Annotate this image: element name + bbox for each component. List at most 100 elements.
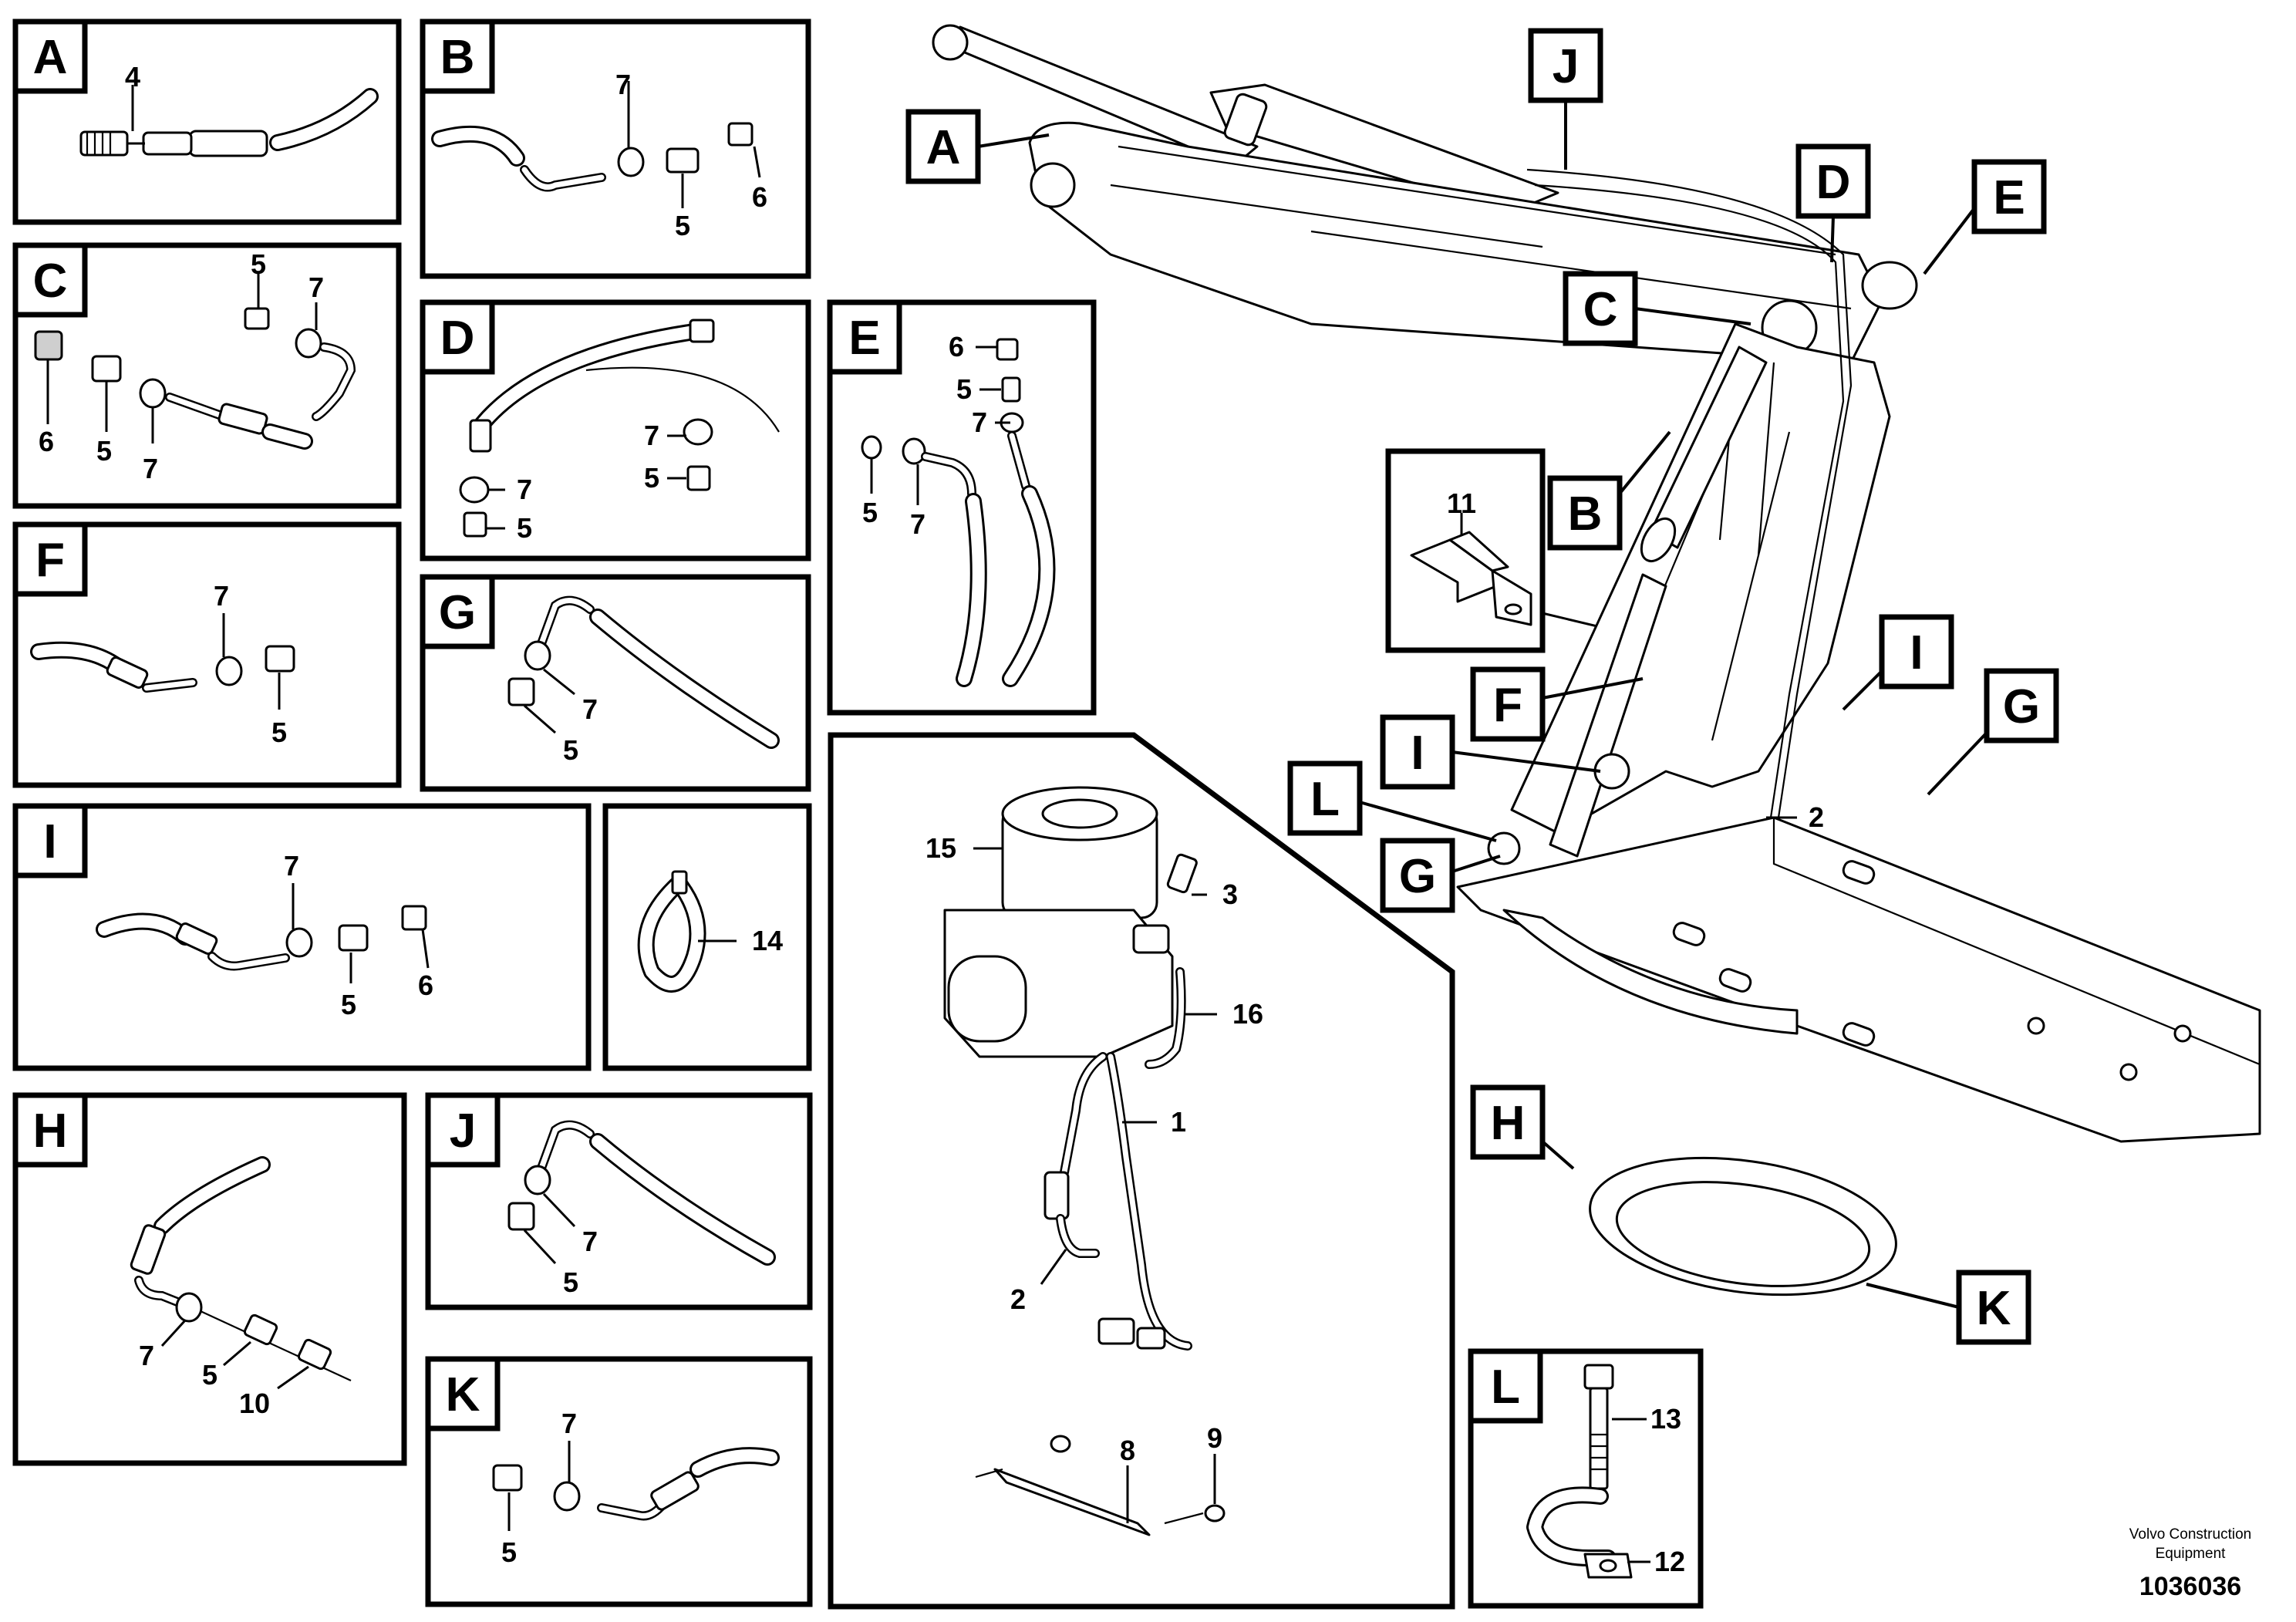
part-label: 7 bbox=[214, 580, 229, 612]
machine-tag-f bbox=[1470, 666, 1546, 742]
panel-tag-i bbox=[12, 803, 88, 878]
panel-letter-b: B bbox=[440, 31, 475, 84]
part-label: 5 bbox=[501, 1536, 517, 1568]
part-label: 5 bbox=[563, 734, 578, 766]
part-label: 5 bbox=[563, 1266, 578, 1298]
detail-panel-k: K 7 5 bbox=[425, 1356, 813, 1607]
part-label: 7 bbox=[910, 508, 925, 540]
panel-letter-j: J bbox=[450, 1104, 476, 1158]
panel-letter-h: H bbox=[33, 1104, 68, 1158]
part-label: 7 bbox=[284, 850, 299, 882]
detail-panel-l: L 13 12 bbox=[1468, 1348, 1704, 1609]
part-label: 7 bbox=[582, 693, 598, 725]
svg-text:H: H bbox=[1491, 1097, 1526, 1150]
svg-text:F: F bbox=[1493, 679, 1522, 732]
part-label: 5 bbox=[862, 497, 878, 528]
part-label: 5 bbox=[251, 248, 266, 280]
part-label: 4 bbox=[125, 61, 140, 93]
panel-tag-a bbox=[12, 19, 88, 94]
part-label: 5 bbox=[675, 210, 690, 241]
machine-tag-e bbox=[1971, 159, 2047, 234]
part-label: 7 bbox=[308, 271, 324, 303]
svg-text:E: E bbox=[1993, 171, 2025, 224]
panel-letter-e: E bbox=[848, 312, 880, 365]
part-label: 7 bbox=[615, 69, 631, 100]
svg-text:G: G bbox=[1399, 850, 1436, 903]
part-label: 9 bbox=[1207, 1422, 1222, 1454]
part-label: 6 bbox=[752, 181, 767, 213]
part-label: 2 bbox=[1010, 1283, 1026, 1315]
detail-panel-h: H 7 5 10 bbox=[12, 1092, 407, 1466]
panel-letter-g: G bbox=[439, 586, 476, 639]
svg-text:A: A bbox=[926, 121, 961, 174]
panel-letter-a: A bbox=[33, 31, 68, 84]
part-label: 5 bbox=[96, 435, 112, 467]
detail-panel-f: F 7 5 bbox=[12, 521, 402, 788]
part-label: 5 bbox=[644, 462, 659, 494]
part-label: 8 bbox=[1120, 1435, 1135, 1466]
machine-tag-l bbox=[1287, 760, 1363, 836]
panel-letter-l: L bbox=[1491, 1361, 1520, 1414]
detail-panel-e: E 6 5 7 5 7 bbox=[827, 299, 1097, 716]
machine-tag-i-upper bbox=[1879, 614, 1954, 690]
svg-text:I: I bbox=[1910, 626, 1923, 679]
excavator-illustration: 2 bbox=[932, 24, 2261, 1297]
panel-letter-k: K bbox=[446, 1368, 480, 1421]
company-name-line1: Volvo Construction bbox=[2129, 1526, 2251, 1543]
detail-panel-a: A 4 bbox=[12, 19, 402, 225]
part-label: 14 bbox=[752, 925, 783, 956]
machine-tags: A J D E C B F I L G bbox=[905, 28, 2059, 1345]
part-label: 13 bbox=[1650, 1403, 1681, 1435]
detail-panel-c: C 5 7 6 5 7 bbox=[12, 242, 402, 509]
part-label: 7 bbox=[644, 420, 659, 451]
panel-tag-g bbox=[420, 574, 495, 649]
part-label: 7 bbox=[972, 406, 987, 438]
panel-tag-d bbox=[420, 299, 495, 375]
svg-text:G: G bbox=[2003, 680, 2040, 733]
bracket-callout: 11 bbox=[1385, 448, 1721, 657]
detail-panel-g: G 7 5 bbox=[420, 574, 811, 792]
footer: Volvo Construction Equipment 1036036 bbox=[2129, 1526, 2251, 1601]
svg-text:C: C bbox=[1583, 283, 1618, 336]
part-label: 15 bbox=[925, 832, 956, 864]
panel-letter-d: D bbox=[440, 312, 475, 365]
part-label: 7 bbox=[139, 1340, 154, 1371]
detail-panel-d: D 7 5 7 5 bbox=[420, 299, 811, 561]
panel-tag-e bbox=[827, 299, 902, 375]
part-label: 5 bbox=[517, 512, 532, 544]
part-label: 5 bbox=[956, 373, 972, 405]
panel-letter-f: F bbox=[35, 534, 65, 587]
part-label: 12 bbox=[1654, 1546, 1685, 1577]
panel-letter-c: C bbox=[33, 255, 68, 308]
part-label: 7 bbox=[561, 1408, 577, 1439]
part-label: 7 bbox=[143, 453, 158, 484]
detail-panel-i: I 7 5 6 bbox=[12, 803, 592, 1071]
company-name-line2: Equipment bbox=[2156, 1546, 2227, 1562]
detail-panel-cable-tie: 14 bbox=[602, 803, 812, 1071]
part-label: 7 bbox=[517, 474, 532, 505]
panel-tag-f bbox=[12, 521, 88, 597]
svg-text:D: D bbox=[1816, 156, 1851, 209]
part-label: 6 bbox=[418, 969, 433, 1001]
part-label: 7 bbox=[582, 1226, 598, 1257]
machine-tag-j bbox=[1528, 28, 1603, 103]
part-label: 5 bbox=[202, 1359, 217, 1391]
machine-tag-k bbox=[1956, 1270, 2031, 1345]
drawing-number: 1036036 bbox=[2139, 1572, 2241, 1601]
machine-tag-h bbox=[1470, 1084, 1546, 1160]
part-label: 10 bbox=[239, 1388, 270, 1419]
panel-tag-j bbox=[425, 1092, 501, 1168]
machine-tag-g-right bbox=[1984, 668, 2059, 744]
part-label: 16 bbox=[1232, 998, 1263, 1030]
svg-text:K: K bbox=[1977, 1282, 2011, 1335]
detail-panel-b: B 7 5 6 bbox=[420, 19, 811, 279]
panel-tag-c bbox=[12, 242, 88, 318]
panel-tag-h bbox=[12, 1092, 88, 1168]
detail-panel-lube-pump: 15 3 16 1 2 8 9 bbox=[828, 732, 1455, 1610]
part-label: 6 bbox=[949, 331, 964, 363]
part-label: 5 bbox=[271, 717, 287, 748]
svg-text:B: B bbox=[1568, 487, 1603, 541]
svg-text:J: J bbox=[1553, 40, 1579, 93]
svg-text:L: L bbox=[1310, 773, 1340, 826]
